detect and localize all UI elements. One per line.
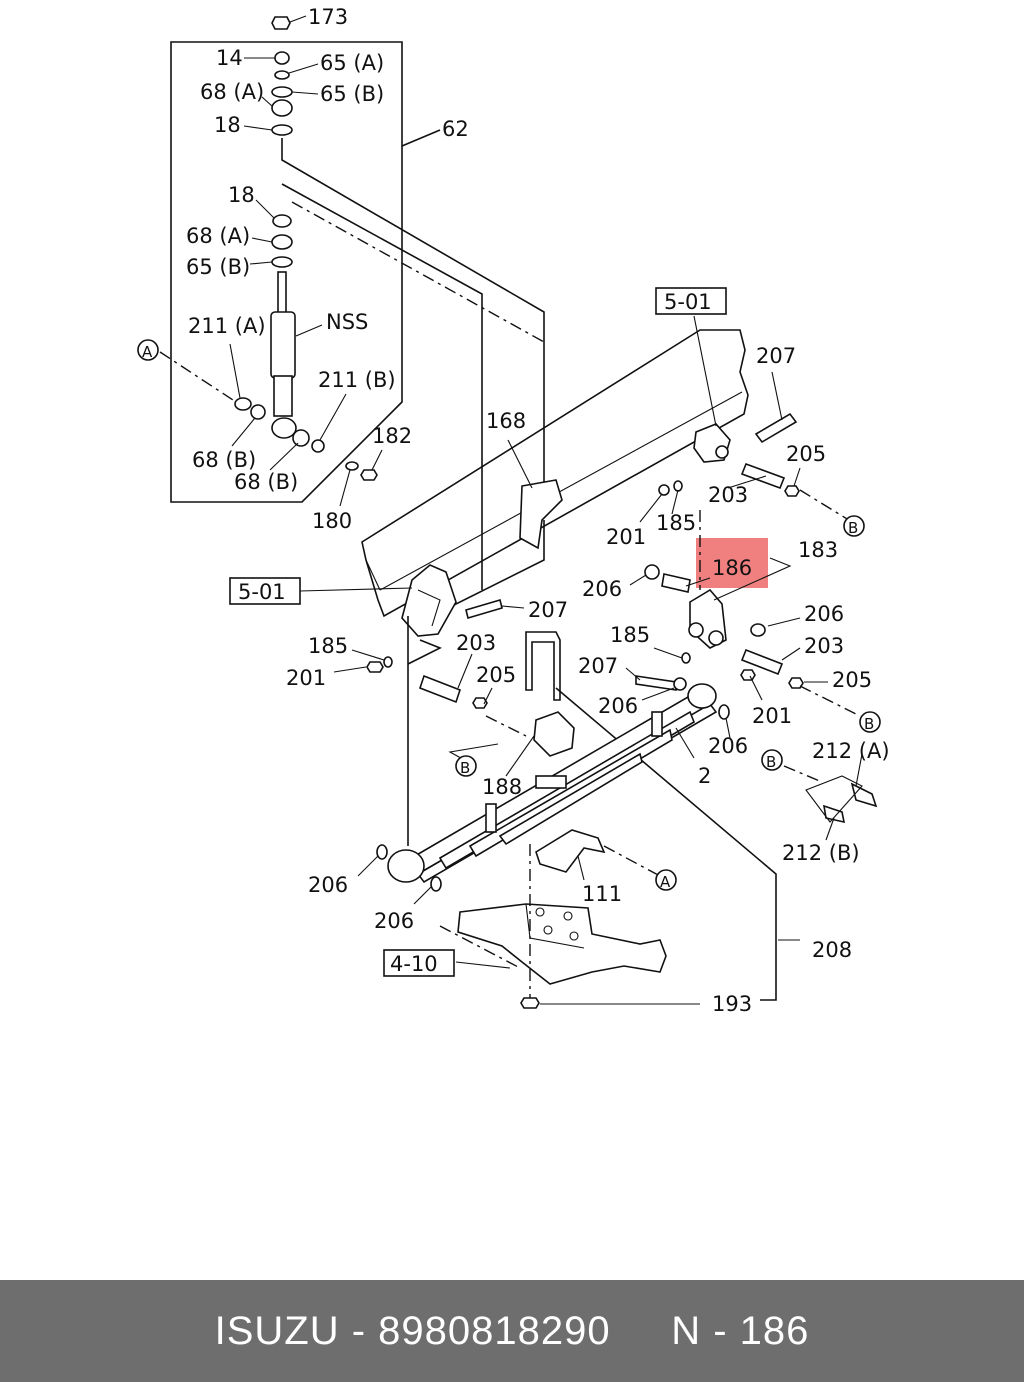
callout-68b-left: 68 (B): [192, 448, 256, 472]
frame-rail: [361, 329, 749, 618]
u-bolt: [525, 631, 777, 1001]
footer-callout: N - 186: [671, 1308, 810, 1353]
grease-nipples: [783, 753, 878, 841]
front-hanger-hardware: [333, 598, 527, 763]
svg-text:A: A: [142, 343, 153, 361]
part-footer-bar: ISUZU - 8980818290 N - 186: [0, 1280, 1024, 1382]
spring-seat-bracket: [535, 829, 661, 881]
footer-part-number: 8980818290: [378, 1308, 611, 1353]
callout-193: 193: [712, 992, 752, 1016]
svg-text:B: B: [766, 753, 776, 771]
callout-18-top: 18: [214, 113, 241, 137]
callout-212b: 212 (B): [782, 841, 860, 865]
callout-111: 111: [582, 882, 622, 906]
footer-separator: -: [339, 1308, 379, 1353]
shock-leaders: [229, 15, 383, 507]
bracket-168: [419, 439, 563, 623]
callout-18-mid: 18: [228, 183, 255, 207]
ref-box-4-10: 4-10: [390, 952, 438, 976]
callout-68a-top: 68 (A): [200, 80, 264, 104]
svg-text:B: B: [864, 715, 874, 733]
callout-211b: 211 (B): [318, 368, 396, 392]
callout-201-low: 201: [752, 704, 792, 728]
callout-201-left: 201: [286, 666, 326, 690]
marker-b-grease: B: [761, 749, 783, 771]
callout-203-left: 203: [456, 631, 496, 655]
ref-box-5-01-top: 5-01: [664, 290, 712, 314]
ref-box-5-01-left: 5-01: [238, 580, 286, 604]
marker-a-bottom: A: [655, 869, 677, 891]
callout-180: 180: [312, 509, 352, 533]
front-axle: [439, 844, 800, 1009]
callout-208: 208: [812, 938, 852, 962]
callout-62: 62: [442, 117, 469, 141]
callout-2: 2: [698, 764, 711, 788]
callout-203-top: 203: [708, 483, 748, 507]
callout-207-left: 207: [528, 598, 568, 622]
callout-68b-right: 68 (B): [234, 470, 298, 494]
callout-201-right: 201: [606, 525, 646, 549]
shackle-hardware: [635, 412, 804, 720]
callout-185-mid: 185: [610, 623, 650, 647]
rear-hanger-bracket: [688, 423, 731, 649]
marker-a-left: A: [137, 339, 159, 361]
leaf-spring: [357, 616, 718, 905]
callout-65b-mid: 65 (B): [186, 255, 250, 279]
callout-68a-mid: 68 (A): [186, 224, 250, 248]
callout-65a-top: 65 (A): [320, 51, 384, 75]
shock-top-hardware: [271, 16, 293, 268]
callout-206-c: 206: [598, 694, 638, 718]
callout-65b-top: 65 (B): [320, 82, 384, 106]
shock-absorber: [234, 271, 378, 481]
callout-182: 182: [372, 424, 412, 448]
callout-183: 183: [798, 538, 838, 562]
callout-205-top: 205: [786, 442, 826, 466]
highlight-box: [696, 538, 768, 588]
shock-absorber-group-frame: [170, 41, 403, 503]
callout-205-right: 205: [832, 668, 872, 692]
callout-203-right: 203: [804, 634, 844, 658]
callout-nss: NSS: [326, 310, 368, 334]
callout-212a: 212 (A): [812, 739, 890, 763]
footer-brand: ISUZU: [214, 1308, 340, 1353]
callout-211a: 211 (A): [188, 314, 266, 338]
callout-207-top: 207: [756, 344, 796, 368]
callout-206-b: 206: [804, 602, 844, 626]
bump-stopper: [505, 711, 575, 777]
callout-168: 168: [486, 409, 526, 433]
callout-207-mid: 207: [578, 654, 618, 678]
marker-b-left: B: [455, 755, 477, 777]
callout-205-left: 205: [476, 663, 516, 687]
callout-185-right: 185: [656, 511, 696, 535]
svg-text:B: B: [460, 759, 470, 777]
parts-diagram: 5-01 5-01 4-10 A B B B B A 173 14 65 (A)…: [137, 5, 890, 1016]
marker-b-top: B: [843, 515, 865, 537]
callout-206-e: 206: [308, 873, 348, 897]
callout-14: 14: [216, 46, 243, 70]
callout-206-a: 206: [582, 577, 622, 601]
callout-186: 186: [712, 556, 752, 580]
marker-b-right: B: [859, 711, 881, 733]
callout-188: 188: [482, 775, 522, 799]
callout-173: 173: [308, 5, 348, 29]
callout-206-f: 206: [374, 909, 414, 933]
front-hanger-bracket: [401, 564, 457, 665]
callout-185-left: 185: [308, 634, 348, 658]
svg-text:A: A: [660, 873, 671, 891]
svg-text:B: B: [848, 519, 858, 537]
callout-206-d: 206: [708, 734, 748, 758]
footer-gap: [611, 1309, 672, 1354]
shackle-leaders: [625, 315, 861, 739]
